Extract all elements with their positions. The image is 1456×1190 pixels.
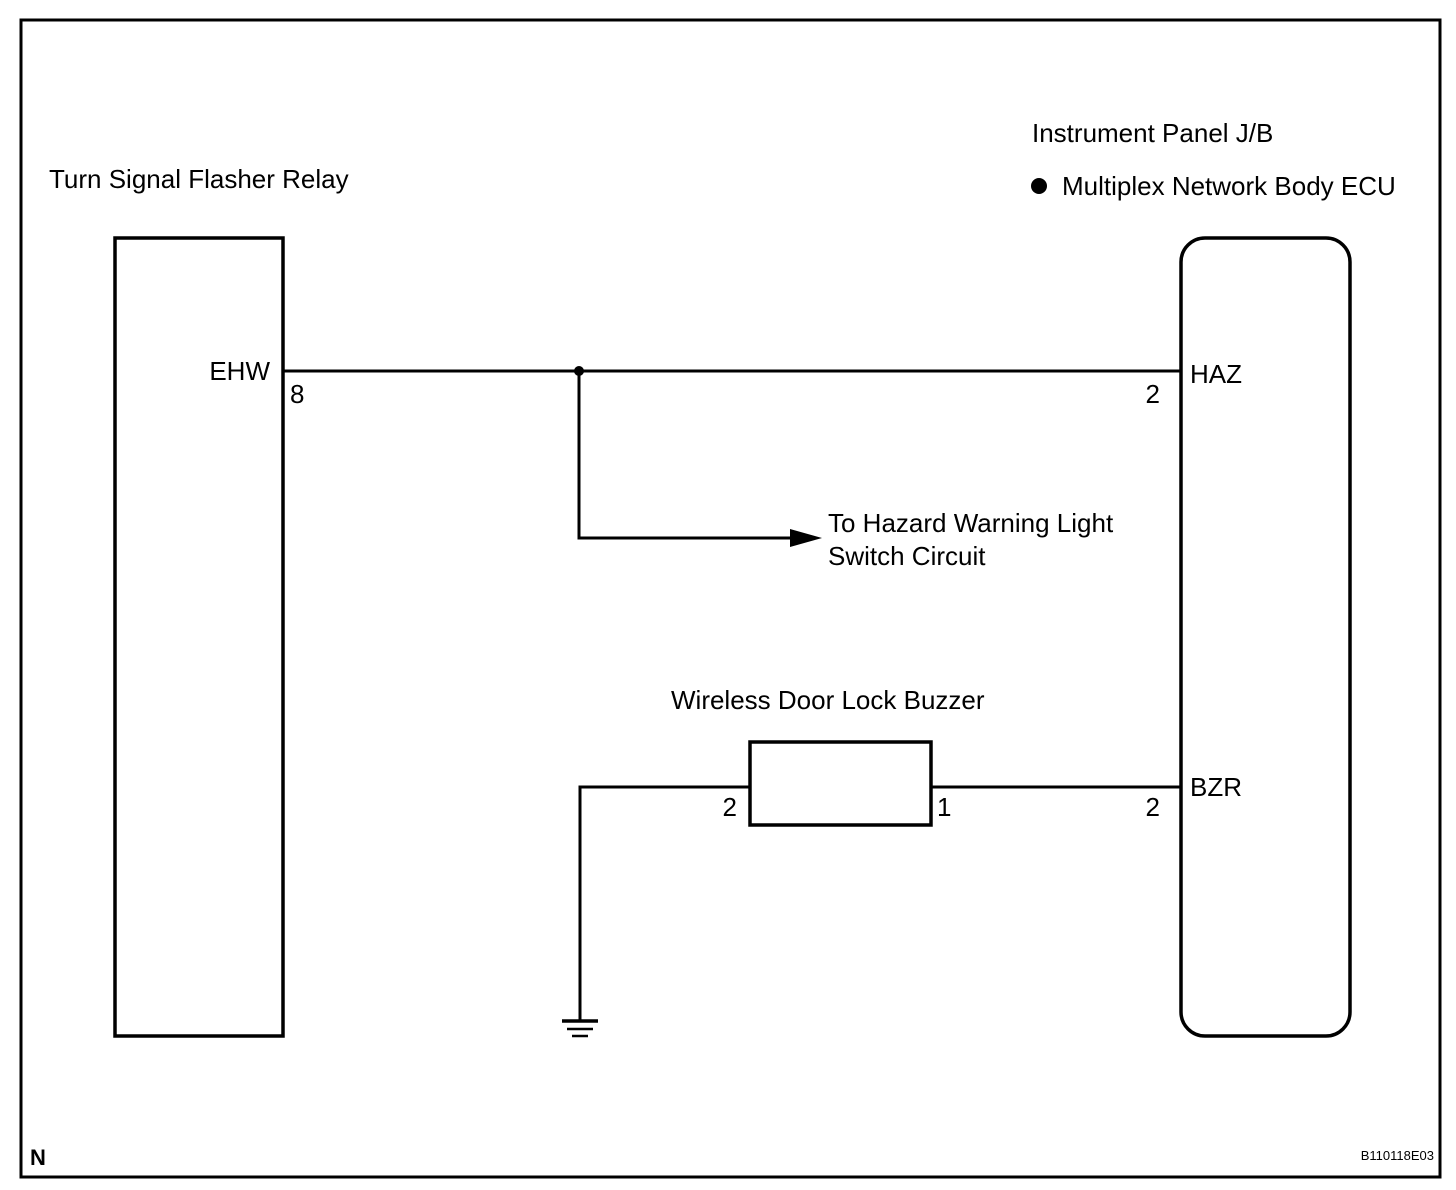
junction-block-title: Instrument Panel J/B: [1032, 118, 1273, 148]
buzzer-title: Wireless Door Lock Buzzer: [671, 685, 985, 715]
flasher-relay-terminal-pin: 8: [290, 379, 304, 409]
ground-icon: [562, 1019, 598, 1038]
buzzer-pin-right: 1: [937, 792, 951, 822]
bullet-dot-icon: [1031, 178, 1047, 194]
buzzer-pin-left: 2: [723, 792, 737, 822]
junction-block-subtitle: Multiplex Network Body ECU: [1062, 171, 1396, 201]
bzr-terminal-name: BZR: [1190, 772, 1242, 802]
figure-code: B110118E03: [1361, 1148, 1434, 1163]
arrow-head-icon: [790, 529, 822, 547]
junction-block: Instrument Panel J/B Multiplex Network B…: [1031, 118, 1396, 1038]
diagram-frame: [19, 18, 1442, 1179]
branch-label-line2: Switch Circuit: [828, 541, 986, 571]
flasher-relay-title: Turn Signal Flasher Relay: [49, 164, 349, 194]
flasher-relay-terminal-name: EHW: [209, 356, 270, 386]
corner-mark: N: [30, 1145, 46, 1170]
hazard-branch-wire: [577, 371, 795, 540]
buzzer-ground-wire: [578, 785, 750, 1020]
buzzer-box: [748, 740, 933, 827]
flasher-relay: Turn Signal Flasher Relay EHW 8: [49, 164, 349, 1038]
buzzer-circuit: Wireless Door Lock Buzzer 2 1: [562, 685, 1181, 1038]
branch-label-line1: To Hazard Warning Light: [828, 508, 1114, 538]
flasher-relay-box: [113, 236, 285, 1038]
bzr-terminal-pin: 2: [1146, 792, 1160, 822]
junction-block-box: [1179, 236, 1352, 1038]
haz-terminal-pin: 2: [1146, 379, 1160, 409]
haz-circuit: To Hazard Warning Light Switch Circuit: [283, 366, 1181, 571]
haz-terminal-name: HAZ: [1190, 359, 1242, 389]
